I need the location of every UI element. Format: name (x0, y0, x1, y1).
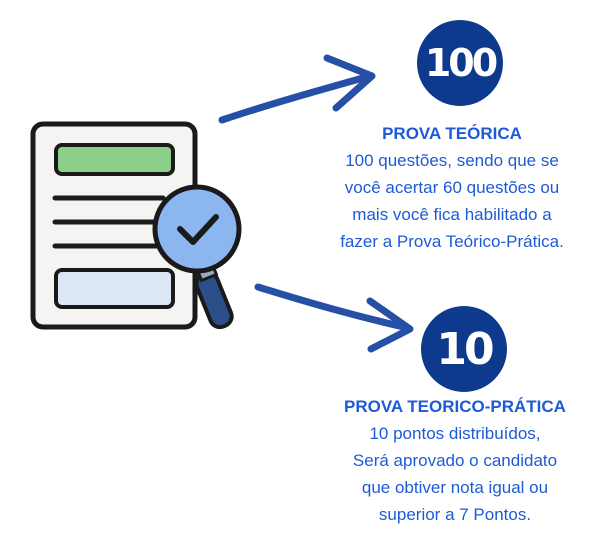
section-line: 100 questões, sendo que se (345, 151, 559, 170)
section-line: Será aprovado o candidato (352, 451, 558, 470)
section-line: mais você fica habilitado a (352, 205, 552, 224)
prova-teorico-pratica-block: PROVA TEORICO-PRÁTICA 10 pontos distribu… (320, 393, 590, 528)
section-title: PROVA TEORICO-PRÁTICA (344, 397, 566, 416)
section-line: fazer a Prova Teórico-Prática. (340, 232, 564, 251)
arrow-icon (218, 54, 376, 124)
score-badge-10: 10 (421, 306, 507, 392)
document-icon (30, 121, 198, 330)
score-badge-100: 100 (417, 20, 503, 106)
section-title: PROVA TEÓRICA (382, 124, 522, 143)
section-line: 10 pontos distribuídos, (369, 424, 541, 443)
section-line: você acertar 60 questões ou (344, 178, 560, 197)
section-line: superior a 7 Pontos. (378, 505, 532, 524)
section-line: que obtiver nota igual ou (361, 478, 549, 497)
magnifier-check-icon (152, 184, 242, 330)
arrow-icon (254, 283, 414, 353)
prova-teorica-block: PROVA TEÓRICA 100 questões, sendo que se… (320, 120, 584, 255)
